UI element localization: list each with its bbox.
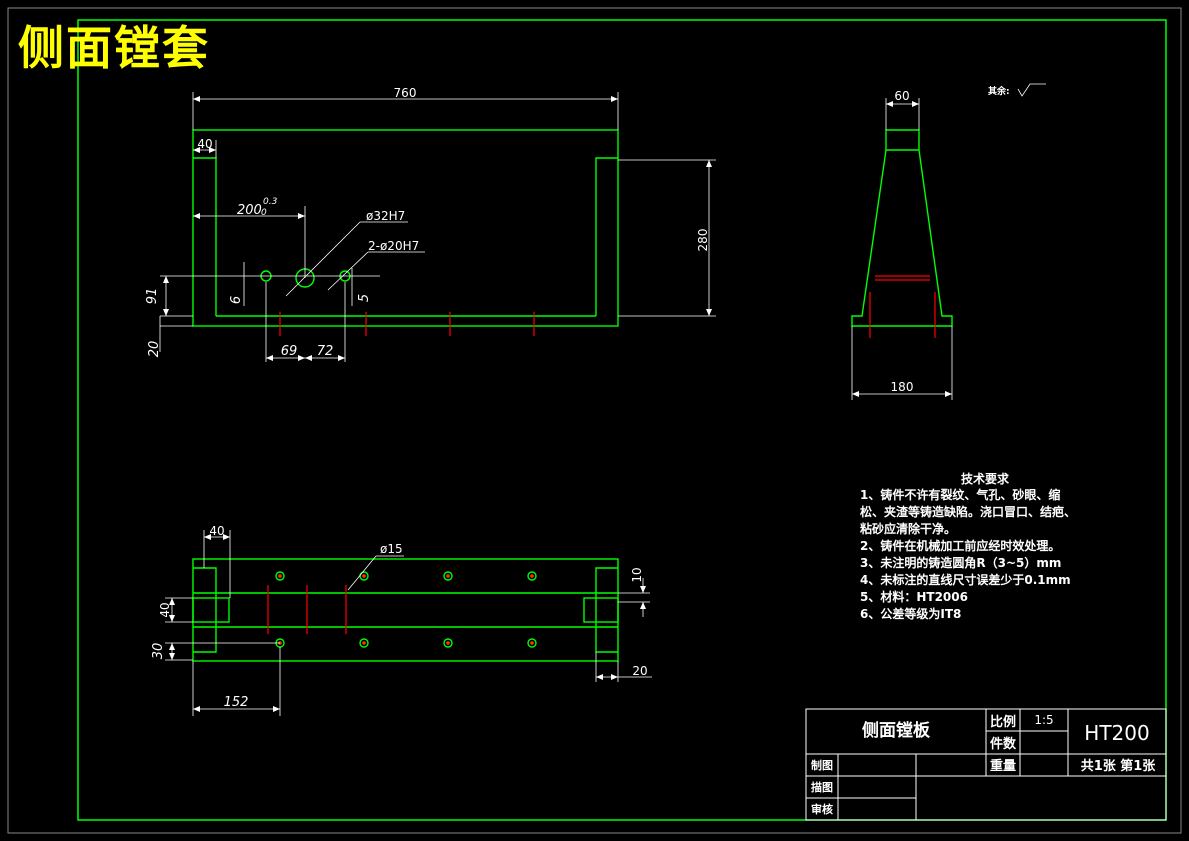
front-view-centerlines bbox=[279, 312, 535, 336]
dim-6: 6 bbox=[229, 296, 244, 304]
dim-20-front: 20 bbox=[147, 341, 162, 358]
dim-30: 30 bbox=[151, 643, 166, 660]
side-view-markers bbox=[869, 275, 936, 338]
dim-91: 91 bbox=[145, 288, 160, 305]
tech-req-line-6: 4、未标注的直线尺寸误差少于0.1mm bbox=[860, 572, 1071, 587]
dim-40-wall: 40 bbox=[197, 137, 212, 151]
title-block bbox=[805, 708, 1167, 821]
top-view-dimensions bbox=[165, 530, 652, 716]
title-block-scale-value: 1:5 bbox=[1034, 713, 1053, 727]
title-block-quantity-label: 件数 bbox=[990, 736, 1017, 752]
drawing-title: 侧面镗套 bbox=[18, 21, 210, 75]
tech-req-line-5: 3、未注明的铸造圆角R（3~5）mm bbox=[860, 555, 1061, 570]
front-view-outline bbox=[192, 129, 619, 327]
dim-200-lower-tolerance: 0 bbox=[261, 208, 267, 218]
label-small-holes: 2-ø20H7 bbox=[368, 239, 419, 253]
title-block-material: HT200 bbox=[1084, 721, 1149, 745]
top-view-hole-centers bbox=[278, 574, 534, 645]
title-block-part-name: 侧面镗板 bbox=[862, 720, 931, 741]
top-view-centerlines bbox=[267, 585, 347, 634]
label-holes-15: ø15 bbox=[380, 542, 403, 556]
title-block-traced-by: 描图 bbox=[811, 780, 833, 794]
surface-finish-icon bbox=[1017, 83, 1046, 97]
top-view-outline bbox=[192, 558, 619, 662]
dim-152: 152 bbox=[224, 695, 249, 710]
drawing-frame bbox=[77, 19, 1167, 821]
title-block-sheet-info: 共1张 第1张 bbox=[1081, 758, 1157, 774]
side-view bbox=[851, 129, 953, 327]
title-block-weight-label: 重量 bbox=[990, 758, 1016, 774]
dim-760: 760 bbox=[394, 86, 417, 100]
dim-200-upper-tolerance: 0.3 bbox=[263, 197, 278, 207]
tech-req-heading: 技术要求 bbox=[961, 471, 1010, 486]
dim-60: 60 bbox=[894, 89, 909, 103]
outer-border bbox=[7, 7, 1182, 834]
dim-40-top: 40 bbox=[209, 524, 224, 538]
dim-5: 5 bbox=[357, 294, 372, 302]
dim-180: 180 bbox=[891, 380, 914, 394]
tech-req-line-2: 松、夹渣等铸造缺陷。浇口冒口、结疤、 bbox=[860, 504, 1076, 519]
title-block-drawn-by: 制图 bbox=[811, 758, 833, 772]
tech-req-line-1: 1、铸件不许有裂纹、气孔、砂眼、缩 bbox=[860, 487, 1060, 502]
top-view bbox=[192, 558, 619, 662]
tech-req-line-7: 5、材料：HT2006 bbox=[860, 589, 968, 604]
dim-69: 69 bbox=[281, 344, 298, 359]
front-view bbox=[192, 129, 619, 327]
right-wall-inner bbox=[595, 157, 618, 316]
side-view-outline bbox=[851, 129, 953, 327]
label-bore-hole: ø32H7 bbox=[366, 209, 405, 223]
surface-finish-note: 其余: bbox=[988, 85, 1010, 97]
dim-280: 280 bbox=[696, 229, 710, 252]
title-block-checked-by: 审核 bbox=[811, 802, 833, 816]
front-view-dimensions bbox=[159, 92, 716, 362]
dim-10: 10 bbox=[630, 567, 644, 582]
dim-20-top: 20 bbox=[632, 664, 647, 678]
dim-40-left: 40 bbox=[158, 602, 172, 617]
tech-req-line-4: 2、铸件在机械加工前应经时效处理。 bbox=[860, 538, 1060, 553]
dim-72: 72 bbox=[317, 344, 334, 359]
side-view-dimensions bbox=[851, 98, 953, 400]
tech-req-line-3: 粘砂应清除干净。 bbox=[860, 521, 956, 536]
dim-200: 200 bbox=[237, 203, 262, 218]
tech-req-line-8: 6、公差等级为IT8 bbox=[860, 606, 961, 621]
left-wall-inner bbox=[193, 157, 217, 316]
title-block-scale-label: 比例 bbox=[990, 714, 1016, 730]
